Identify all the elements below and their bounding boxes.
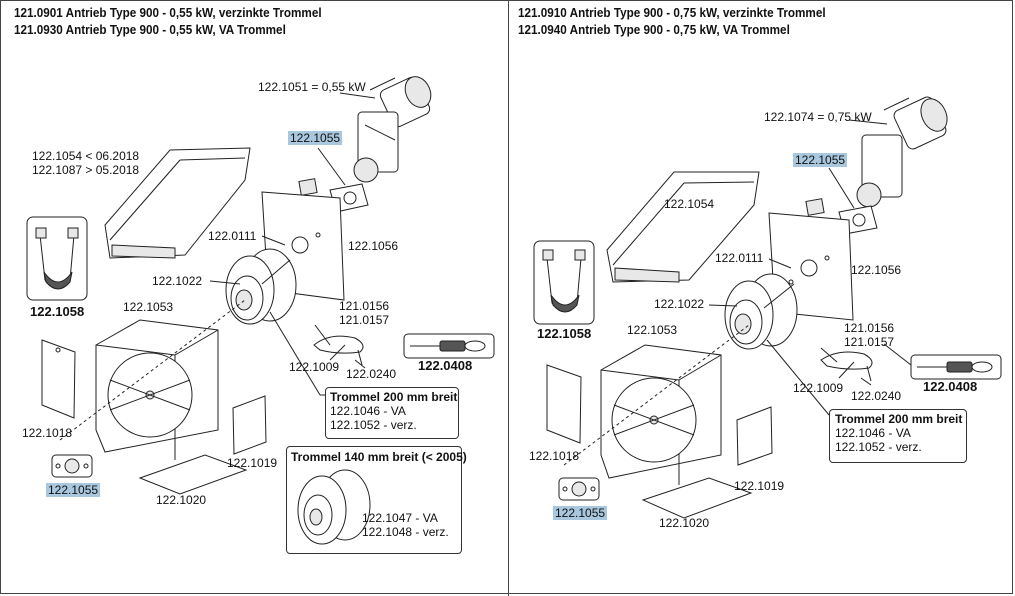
hook-label: 122.0240 [851, 389, 902, 403]
header-line-1: 121.0901 Antrieb Type 900 - 0,55 kW, ver… [14, 5, 322, 20]
cable-label-2: 121.0157 [844, 335, 895, 349]
hook-label: 122.0240 [346, 367, 397, 381]
cover-label: 122.1054 [664, 197, 715, 211]
frame-illustration [563, 324, 750, 485]
rope-label: 122.0408 [418, 358, 473, 373]
side-plate-illustration [546, 364, 582, 444]
clamp-illustration-box [26, 216, 88, 301]
drum200-line1: 122.1046 - VA [835, 426, 911, 440]
frame-label: 122.1053 [123, 300, 174, 314]
cable-label-2: 121.0157 [339, 313, 390, 327]
clamp-label: 122.1058 [537, 326, 592, 341]
flange-label: 122.1055 [793, 153, 848, 167]
frame-illustration [59, 299, 246, 460]
drum200-line2: 122.1052 - verz. [835, 440, 922, 454]
drum140-line2: 122.1048 - verz. [362, 525, 449, 539]
cover-illustration [104, 147, 251, 259]
bearing-illustration [51, 454, 93, 478]
drum140-box: Trommel 140 mm breit (< 2005) [286, 446, 467, 554]
side-plate-illustration [41, 339, 76, 419]
side-plate2-label: 122.1019 [227, 456, 278, 470]
cable-label-1: 121.0156 [339, 299, 390, 313]
side-plate-label: 122.1018 [22, 426, 73, 440]
cable-illustration [313, 335, 364, 366]
flange-label: 122.1055 [288, 131, 343, 145]
cover-label-1: 122.1054 < 06.2018 [32, 149, 140, 163]
pin-label: 122.1022 [152, 274, 203, 288]
shackle-label: 122.1009 [289, 360, 340, 374]
bottom-plate-illustration [641, 477, 753, 519]
drum200-title: Trommel 200 mm breit [835, 412, 963, 426]
drive-exploded-drawing-left [26, 76, 495, 545]
drum140-illustration [297, 469, 371, 545]
bearing-label: 122.1055 [553, 506, 608, 520]
drum200-line2: 122.1052 - verz. [330, 418, 417, 432]
side-plate2-illustration [232, 395, 267, 455]
cable-label-1: 121.0156 [844, 321, 895, 335]
screw-label: 122.0111 [208, 229, 257, 243]
drum200-line1: 122.1046 - VA [330, 404, 406, 418]
bearing-illustration [558, 477, 600, 501]
bottom-plate-label: 122.1020 [659, 516, 710, 530]
drum200-box: Trommel 200 mm breit 122.1046 - VA 122.1… [325, 387, 459, 439]
leader-lines [209, 92, 376, 396]
side-plate2-label: 122.1019 [734, 479, 785, 493]
frame-label: 122.1053 [627, 323, 678, 337]
drum-illustration [225, 248, 297, 325]
bottom-plate-label: 122.1020 [156, 493, 207, 507]
bearing-label: 122.1055 [46, 483, 101, 497]
header-line-2: 121.0940 Antrieb Type 900 - 0,75 kW, VA … [518, 22, 790, 37]
cover-label-2: 122.1087 > 05.2018 [32, 163, 140, 177]
side-plate2-illustration [736, 406, 773, 466]
bottom-plate-illustration [138, 454, 248, 495]
clamp-label: 122.1058 [30, 304, 85, 319]
drum200-box: Trommel 200 mm breit 122.1046 - VA 122.1… [829, 409, 967, 463]
pin-label: 122.1022 [654, 297, 705, 311]
drum200-title: Trommel 200 mm breit [330, 390, 458, 404]
shackle-label: 122.1009 [793, 381, 844, 395]
plate-label: 122.1056 [348, 239, 399, 253]
header-line-1: 121.0910 Antrieb Type 900 - 0,75 kW, ver… [518, 5, 826, 20]
header-line-2: 121.0930 Antrieb Type 900 - 0,55 kW, VA … [14, 22, 286, 37]
panel-divider [508, 0, 509, 596]
drum-illustration [724, 273, 798, 350]
side-plate-label: 122.1018 [529, 449, 580, 463]
rope-illustration-box [910, 354, 1002, 380]
clamp-illustration-box [533, 240, 595, 325]
panel-0-55kw: 121.0901 Antrieb Type 900 - 0,55 kW, ver… [14, 5, 495, 554]
leader-lines [708, 119, 912, 416]
rope-label: 122.0408 [923, 379, 978, 394]
motor-illustration [856, 96, 948, 208]
motor-illustration [353, 76, 432, 183]
motor-label: 122.1074 = 0,75 kW [764, 110, 872, 124]
cover-illustration [606, 171, 760, 283]
screw-label: 122.0111 [715, 251, 764, 265]
cable-illustration [820, 351, 873, 382]
panel-0-75kw: 121.0910 Antrieb Type 900 - 0,75 kW, ver… [509, 0, 1015, 596]
drum140-title: Trommel 140 mm breit (< 2005) [291, 450, 467, 464]
drive-exploded-drawing-right [533, 96, 1002, 519]
plate-label: 122.1056 [851, 263, 902, 277]
rope-illustration-box [403, 333, 495, 359]
motor-label: 122.1051 = 0,55 kW [258, 80, 366, 94]
drum140-line1: 122.1047 - VA [362, 511, 438, 525]
